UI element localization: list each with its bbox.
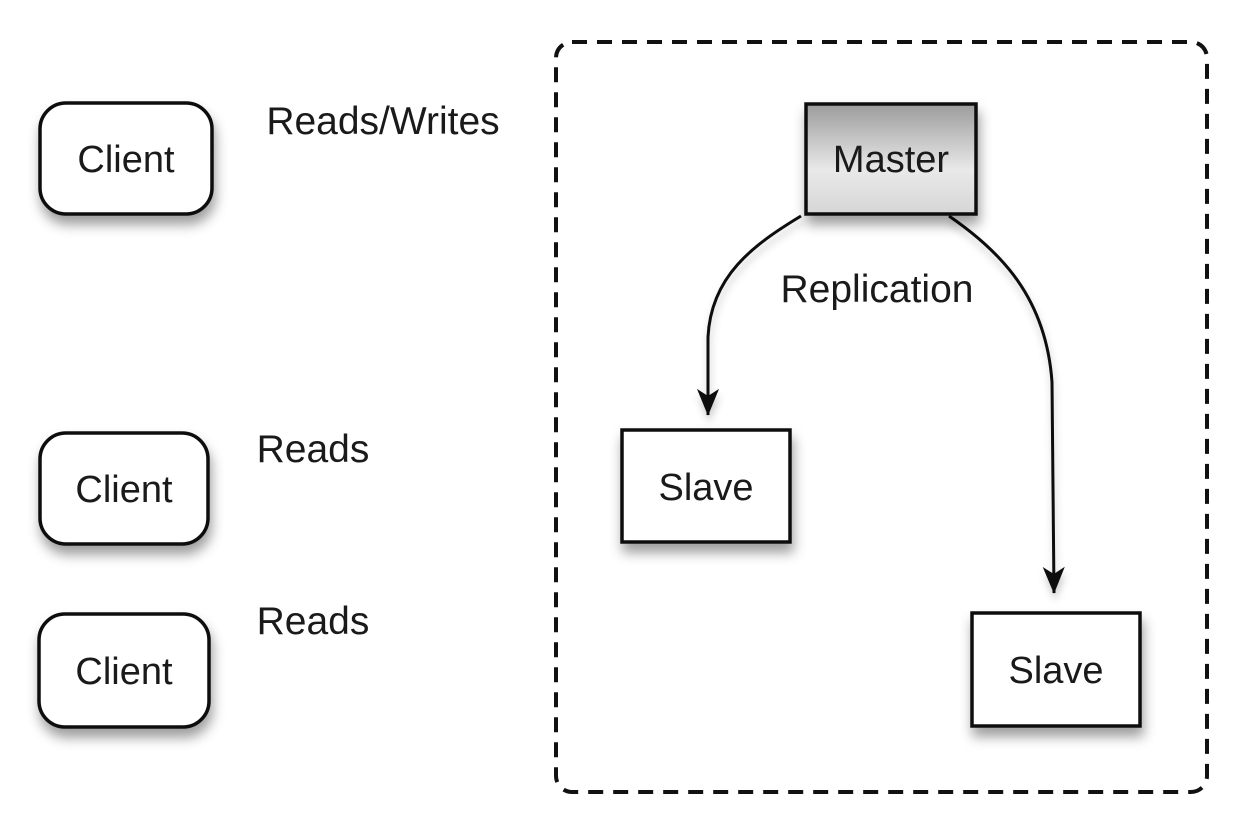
edges <box>208 146 1065 680</box>
edge-label-reads-writes: Reads/Writes <box>266 100 499 143</box>
replication-cluster-border <box>554 40 1209 794</box>
slave-node-1-label: Slave <box>658 467 753 509</box>
client-node-2 <box>38 431 210 546</box>
master-node-label: Master <box>833 139 949 181</box>
slave-node-2-label: Slave <box>1008 650 1103 692</box>
edge-replication-master-to-slave2 <box>948 214 1065 594</box>
client-node-1-label: Client <box>77 139 175 181</box>
client-node-3-label: Client <box>75 651 173 693</box>
slave-node-2 <box>970 611 1142 728</box>
edge-label-replication: Replication <box>781 268 974 311</box>
edge-label-reads-middle: Reads <box>257 428 370 471</box>
client-node-2-label: Client <box>75 469 173 511</box>
client-node-1 <box>38 101 214 216</box>
edge-label-reads-bottom: Reads <box>257 600 370 643</box>
edge-replication-master-to-slave1 <box>696 214 802 416</box>
nodes: Client Client Client Master Slave Slave <box>37 101 1142 729</box>
master-node <box>804 102 978 216</box>
client-node-3 <box>37 612 211 729</box>
slave-node-1 <box>620 428 792 544</box>
